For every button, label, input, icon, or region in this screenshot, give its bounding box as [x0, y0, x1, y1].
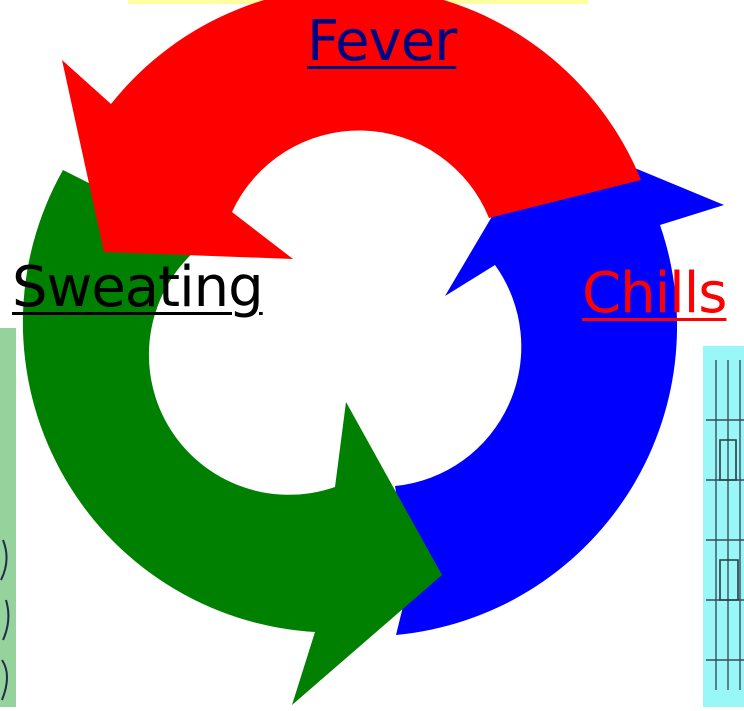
left-photo-panel	[0, 328, 16, 707]
chills-label: Chills	[582, 266, 726, 322]
chills-arrow	[395, 130, 724, 635]
sweating-label: Sweating	[12, 260, 263, 316]
right-photo-panel	[703, 346, 744, 707]
fever-label: Fever	[307, 14, 456, 70]
